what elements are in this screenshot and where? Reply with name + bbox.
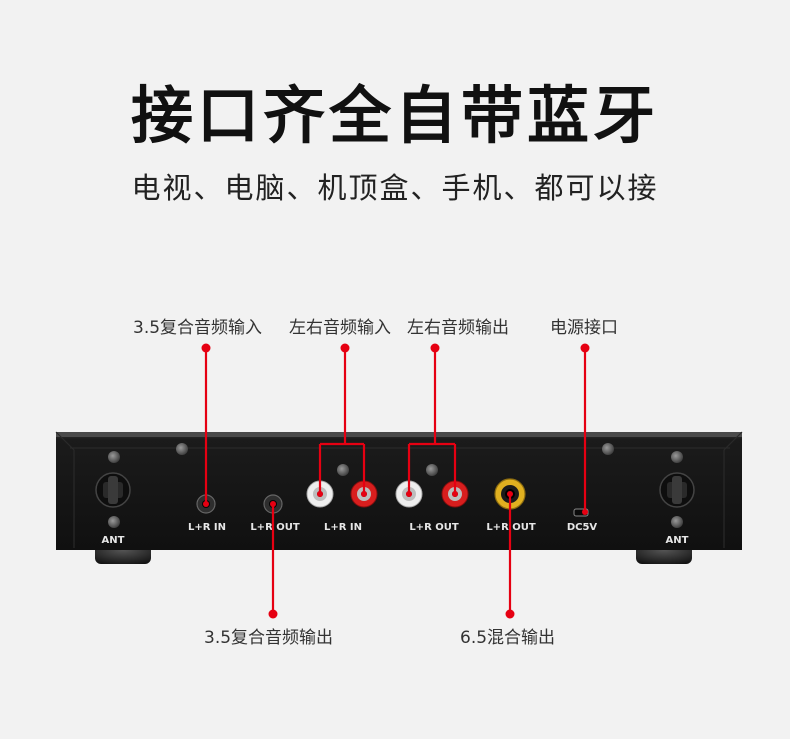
callout-dot xyxy=(270,501,276,507)
ant-left-label: ANT xyxy=(102,535,125,546)
callout-lines xyxy=(204,348,587,614)
rca-in-panel-label: L+R IN xyxy=(324,522,362,533)
rca-out-panel-label: L+R OUT xyxy=(409,522,459,533)
callout-dot xyxy=(452,491,458,497)
antenna-left-icon xyxy=(95,472,131,508)
ant-right-label: ANT xyxy=(666,535,689,546)
aux-out-panel-label: L+R OUT xyxy=(250,522,300,533)
page-title: 接口齐全自带蓝牙 xyxy=(130,79,659,152)
callout-aux-out-label: 3.5复合音频输出 xyxy=(204,628,334,648)
callout-dot xyxy=(201,343,211,353)
callout-rca-out-label: 左右音频输出 xyxy=(407,318,509,338)
callout-dot xyxy=(203,501,209,507)
callout-dot xyxy=(582,509,588,515)
callout-dot xyxy=(505,609,515,619)
callout-dot xyxy=(406,491,412,497)
callout-mix-out-label: 6.5混合输出 xyxy=(460,628,556,648)
aux-in-panel-label: L+R IN xyxy=(188,522,226,533)
page-subtitle: 电视、电脑、机顶盒、手机、都可以接 xyxy=(131,171,659,205)
callout-dot xyxy=(317,491,323,497)
callout-dot xyxy=(361,491,367,497)
callout-dots xyxy=(201,343,590,619)
callout-rca-in-label: 左右音频输入 xyxy=(289,318,391,338)
callout-dot xyxy=(430,343,440,353)
antenna-right-icon xyxy=(659,472,695,508)
callout-rca-in-line xyxy=(318,348,366,494)
callout-aux-in-label: 3.5复合音频输入 xyxy=(133,318,263,338)
callout-dot xyxy=(268,609,278,619)
callout-dot xyxy=(507,491,513,497)
callout-dot xyxy=(340,343,350,353)
screw-icons xyxy=(108,443,683,528)
callout-rca-out-line xyxy=(407,348,457,494)
dc-panel-label: DC5V xyxy=(567,522,598,533)
callout-dot xyxy=(580,343,590,353)
callout-power-label: 电源接口 xyxy=(550,318,618,338)
